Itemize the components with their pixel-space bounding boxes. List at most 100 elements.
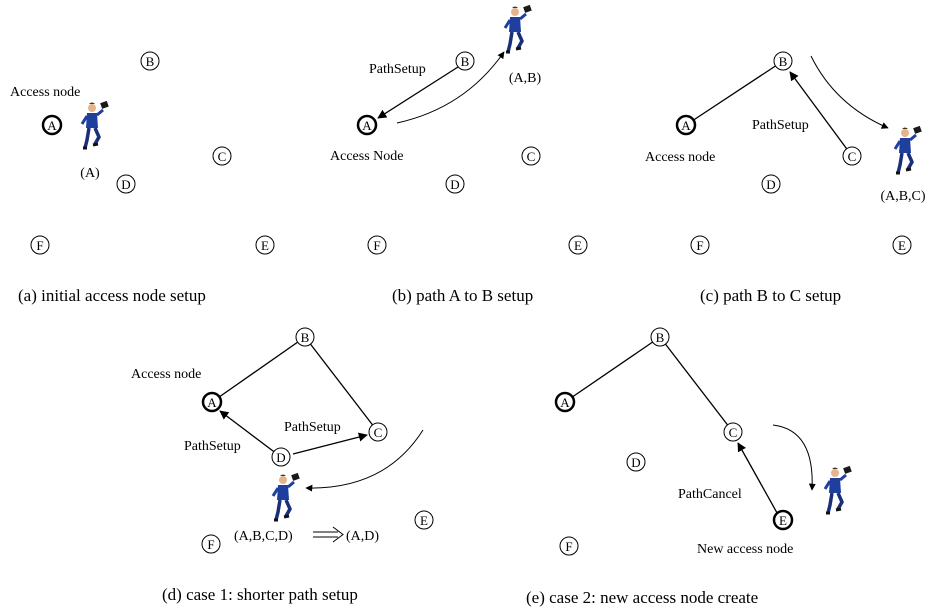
svg-text:A: A — [681, 118, 691, 133]
svg-text:B: B — [146, 54, 155, 69]
user-path-label: (A) — [80, 166, 100, 181]
node-e: E — [255, 235, 275, 255]
node-d: D — [626, 452, 646, 472]
user-path-label: (A,B,C) — [880, 189, 925, 204]
node-c: C — [521, 146, 541, 166]
svg-text:E: E — [420, 513, 428, 528]
caption-e: (e) case 2: new access node create — [526, 588, 758, 607]
user-path-label: (A,B) — [509, 71, 542, 86]
path-setup-label-1: PathSetup — [184, 439, 241, 454]
mobile-user-icon — [823, 464, 854, 515]
svg-text:C: C — [374, 425, 383, 440]
node-e: E — [414, 510, 434, 530]
node-d: D — [445, 174, 465, 194]
path-b-c-link — [304, 336, 379, 433]
access-node-label: Access node — [645, 150, 715, 165]
node-a: A — [554, 391, 576, 413]
svg-text:B: B — [656, 330, 665, 345]
svg-text:E: E — [898, 238, 906, 253]
mobile-user-icon — [893, 124, 924, 175]
svg-text:D: D — [121, 177, 130, 192]
svg-text:C: C — [218, 149, 227, 164]
panel-c: B A PathSetup Access node C (A,B,C) D F … — [645, 51, 926, 305]
path-setup-arrow — [377, 66, 459, 119]
svg-text:A: A — [560, 395, 570, 410]
mobile-user-icon — [503, 3, 534, 54]
svg-text:D: D — [631, 455, 640, 470]
svg-text:C: C — [527, 149, 536, 164]
caption-a: (a) initial access node setup — [18, 286, 206, 305]
svg-text:B: B — [301, 330, 310, 345]
svg-text:F: F — [565, 539, 572, 554]
svg-text:B: B — [461, 54, 470, 69]
svg-text:C: C — [848, 149, 857, 164]
access-node-label: Access node — [10, 85, 80, 100]
node-f: F — [201, 534, 221, 554]
node-d: D — [271, 447, 291, 467]
caption-b: (b) path A to B setup — [392, 286, 533, 305]
svg-text:E: E — [779, 513, 787, 528]
access-node-label: Access Node — [330, 149, 403, 164]
node-f: F — [690, 235, 710, 255]
svg-text:C: C — [729, 425, 738, 440]
node-e: E — [568, 235, 588, 255]
node-c: C — [212, 146, 232, 166]
svg-text:F: F — [207, 537, 214, 552]
user-path-label-after: (A,D) — [346, 529, 379, 544]
movement-arrow — [810, 55, 889, 129]
panel-a: B Access node A (A) C D F E (a) initial … — [10, 51, 275, 305]
path-b-c-link — [659, 336, 734, 433]
node-e-new-access: E — [772, 509, 794, 531]
node-f: F — [367, 235, 387, 255]
path-a-b-link — [211, 336, 306, 403]
implies-arrow-icon — [313, 526, 344, 543]
path-setup-arrow-to-c — [292, 432, 368, 455]
path-setup-label-2: PathSetup — [284, 420, 341, 435]
movement-arrow — [396, 51, 505, 124]
path-cancel-arrow — [737, 442, 782, 521]
path-a-b-link — [564, 336, 661, 403]
panel-d: B Access node A PathSetup C PathSetup D … — [131, 327, 434, 604]
panel-e: B A C D PathCancel E New access node F (… — [526, 327, 854, 607]
movement-arrow — [305, 429, 424, 492]
user-path-label-before: (A,B,C,D) — [234, 529, 293, 544]
node-f: F — [30, 235, 50, 255]
svg-text:D: D — [276, 450, 285, 465]
caption-c: (c) path B to C setup — [700, 286, 841, 305]
path-setup-arrow-to-a — [219, 410, 282, 458]
node-b: B — [140, 51, 160, 71]
access-node-label: Access node — [131, 367, 201, 382]
svg-text:A: A — [47, 118, 57, 133]
node-b: B — [650, 327, 670, 347]
svg-text:D: D — [450, 177, 459, 192]
path-setup-label: PathSetup — [369, 62, 426, 77]
svg-text:B: B — [779, 54, 788, 69]
node-b: B — [773, 51, 793, 71]
node-d: D — [116, 174, 136, 194]
new-access-node-label: New access node — [697, 542, 793, 557]
node-a-access: A — [356, 114, 378, 136]
node-a-access: A — [201, 391, 223, 413]
movement-arrow — [772, 424, 816, 491]
path-setup-arrow — [789, 71, 853, 157]
svg-text:F: F — [696, 238, 703, 253]
node-a-access: A — [41, 114, 63, 136]
svg-text:F: F — [373, 238, 380, 253]
node-f: F — [559, 536, 579, 556]
mobile-user-icon — [271, 471, 302, 522]
svg-text:A: A — [207, 395, 217, 410]
node-b: B — [455, 51, 475, 71]
svg-text:E: E — [574, 238, 582, 253]
node-d: D — [761, 174, 781, 194]
mobile-user-icon — [80, 99, 111, 150]
svg-text:E: E — [261, 238, 269, 253]
node-b: B — [295, 327, 315, 347]
node-c: C — [368, 422, 388, 442]
caption-d: (d) case 1: shorter path setup — [162, 585, 358, 604]
path-cancel-label: PathCancel — [678, 487, 742, 502]
svg-text:D: D — [766, 177, 775, 192]
path-a-b-link — [685, 60, 784, 126]
node-e: E — [892, 235, 912, 255]
svg-text:A: A — [362, 118, 372, 133]
